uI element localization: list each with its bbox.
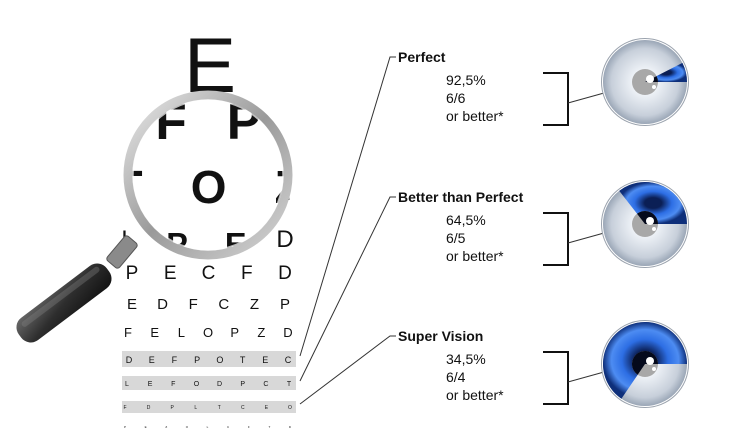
chart-letter: Z xyxy=(257,325,265,340)
chart-letter: C xyxy=(241,405,245,411)
chart-letter: D xyxy=(147,405,151,411)
chart-letter: T xyxy=(268,425,270,429)
level-ratio: 6/6 xyxy=(446,90,466,106)
level-title: Super Vision xyxy=(398,328,484,344)
chart-letter: L xyxy=(178,325,185,340)
eye-icon xyxy=(601,320,689,408)
eye-icon xyxy=(601,180,689,268)
chart-letter: O xyxy=(203,325,213,340)
level-note: or better* xyxy=(446,108,504,124)
chart-letter: F xyxy=(123,405,126,411)
chart-letter: P xyxy=(230,325,239,340)
bracket-pointer xyxy=(567,371,605,383)
chart-letter: E xyxy=(150,325,159,340)
chart-letter: P xyxy=(194,355,200,365)
chart-row-highlight xyxy=(122,351,296,367)
chart-letter: L xyxy=(194,405,197,411)
chart-letter: O xyxy=(186,425,189,429)
chart-letter: P xyxy=(126,263,139,284)
chart-letter: D xyxy=(289,425,292,429)
chart-letter: Z xyxy=(250,296,259,313)
connector-lines xyxy=(299,56,605,405)
value-bracket xyxy=(543,72,569,126)
connector-line xyxy=(299,335,396,405)
chart-letter: D xyxy=(278,263,292,284)
magnified-letter: O xyxy=(191,161,227,213)
chart-letter: D xyxy=(126,355,133,365)
level-title: Better than Perfect xyxy=(398,189,524,205)
chart-letter: T xyxy=(287,381,292,388)
value-bracket xyxy=(543,212,569,266)
chart-row-highlight xyxy=(122,401,296,413)
chart-letter: E xyxy=(164,263,177,284)
chart-letter: E xyxy=(148,381,153,388)
chart-letter: F xyxy=(171,381,175,388)
chart-letter: P xyxy=(240,381,245,388)
eye-blue-sector xyxy=(619,181,687,224)
level-ratio: 6/5 xyxy=(446,230,466,246)
chart-letter: D xyxy=(283,325,292,340)
chart-row-highlight xyxy=(122,376,296,390)
chart-letter: T xyxy=(218,405,221,411)
chart-letter: F xyxy=(189,296,198,313)
chart-letter: C xyxy=(218,296,229,313)
chart-letter: C xyxy=(285,355,292,365)
chart-letter: L xyxy=(207,425,209,429)
chart-letter: F xyxy=(248,425,250,429)
chart-letter: E xyxy=(149,355,155,365)
chart-letter: O xyxy=(216,355,223,365)
chart-letter: E xyxy=(265,405,269,411)
level-note: or better* xyxy=(446,248,504,264)
chart-letter: P xyxy=(170,405,174,411)
connector-line xyxy=(299,56,396,357)
bracket-pointer xyxy=(567,232,605,244)
chart-letter: F xyxy=(172,355,178,365)
connector-line xyxy=(299,196,396,382)
chart-letter: F xyxy=(124,325,132,340)
value-bracket xyxy=(543,351,569,405)
chart-letter: P xyxy=(124,425,126,429)
chart-letter: D xyxy=(276,226,293,253)
level-ratio: 6/4 xyxy=(446,369,466,385)
level-note: or better* xyxy=(446,387,504,403)
chart-letter: D xyxy=(157,296,168,313)
chart-letter: L xyxy=(125,381,129,388)
chart-letter: D xyxy=(217,381,222,388)
eye-icon xyxy=(601,38,689,126)
magnifier-icon: FPTOZLPED xyxy=(16,90,303,343)
chart-letter: C xyxy=(227,425,230,429)
level-title: Perfect xyxy=(398,49,446,65)
level-percent: 64,5% xyxy=(446,212,486,228)
chart-letter: P xyxy=(280,296,290,313)
level-percent: 92,5% xyxy=(446,72,486,88)
chart-letter: Z xyxy=(165,425,167,429)
chart-letter: F xyxy=(241,263,253,284)
chart-letter: O xyxy=(288,405,292,411)
level-percent: 34,5% xyxy=(446,351,486,367)
chart-letter: E xyxy=(145,425,147,429)
chart-letter: O xyxy=(194,381,200,388)
chart-letter: E xyxy=(127,296,137,313)
chart-letter: C xyxy=(263,381,268,388)
chart-letter: T xyxy=(240,355,246,365)
chart-letter: E xyxy=(262,355,268,365)
chart-letter: C xyxy=(202,263,216,284)
magnified-letter: Z xyxy=(275,161,303,213)
bracket-pointer xyxy=(567,92,605,104)
eye-icons xyxy=(601,38,689,408)
